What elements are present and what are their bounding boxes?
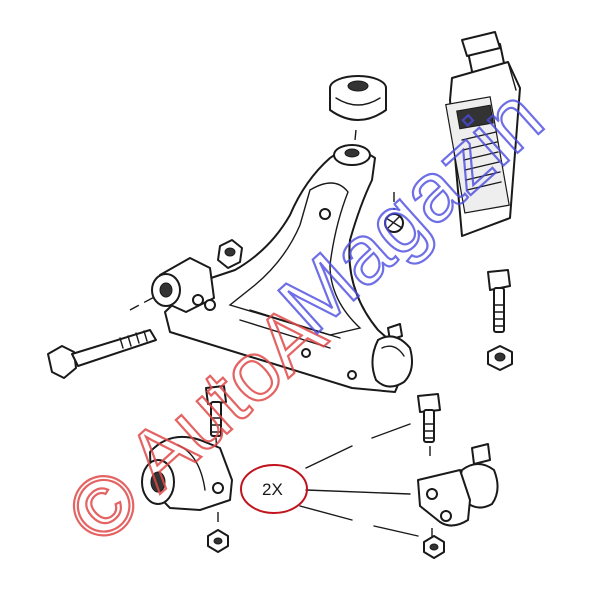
quantity-callout: 2X xyxy=(262,480,283,499)
clip-ring-icon xyxy=(384,213,404,233)
nut-icon xyxy=(217,239,243,269)
fluid-bottle-icon xyxy=(445,31,521,237)
bushing-icon xyxy=(141,436,233,511)
nut-icon xyxy=(423,535,445,559)
arm-bushing-icon xyxy=(151,257,216,313)
long-bolt-icon xyxy=(47,329,157,379)
bolt-icon xyxy=(417,393,441,443)
callout-leaders xyxy=(299,423,419,537)
control-arm-icon xyxy=(164,144,401,393)
bolt-icon xyxy=(487,269,511,333)
ball-joint-icon xyxy=(371,323,413,388)
nut-icon xyxy=(487,345,513,371)
ball-joint-icon xyxy=(417,443,499,527)
callout-ring xyxy=(240,464,308,514)
leader-line xyxy=(129,294,159,311)
top-bushing-icon xyxy=(329,75,387,121)
nut-icon xyxy=(207,529,229,553)
bolt-icon xyxy=(205,385,227,437)
